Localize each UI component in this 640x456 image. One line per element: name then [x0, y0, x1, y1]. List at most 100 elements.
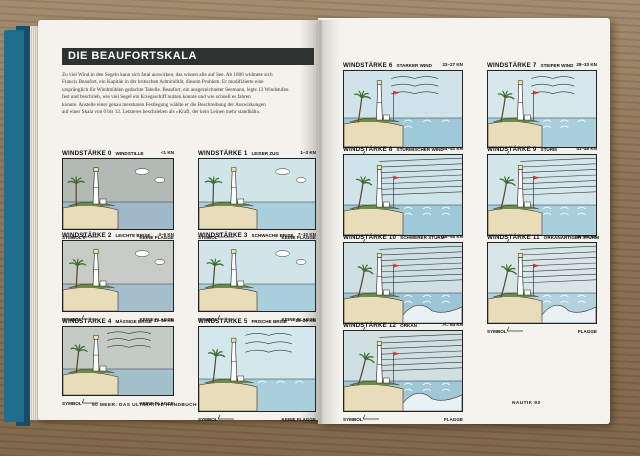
wind-barb-icon [506, 326, 523, 333]
book-cover-spine [4, 29, 24, 423]
panel-level: WINDSTÄRKE 6 [343, 62, 393, 69]
panel-level: WINDSTÄRKE 10 [343, 234, 397, 241]
flag-label: KEINE FLAGGE [139, 317, 174, 322]
panel-name: STÜRMISCHER WIND [396, 147, 444, 152]
panel-level: WINDSTÄRKE 9 [487, 146, 537, 153]
intro-line: ursprünglich für Windmühlen gedachte Tab… [62, 86, 289, 93]
panel-level: WINDSTÄRKE 7 [487, 62, 537, 69]
panel-name: STEIFER WIND [540, 63, 574, 68]
wind-barb-icon [217, 232, 234, 239]
seascape-illustration [344, 243, 462, 323]
seascape-illustration [63, 159, 173, 229]
symbol-label: SYMBOL [198, 235, 218, 240]
seascape-illustration [344, 71, 462, 147]
flag-label: FLAGGE [443, 417, 463, 422]
flag-label: FLAGGE [577, 329, 597, 334]
intro-text: Zu viel Wind in den Segeln kann sich fat… [62, 72, 314, 134]
symbol-label: SYMBOL [198, 317, 218, 322]
panel-knots: <1 KN [160, 150, 174, 155]
panel-image [198, 240, 316, 312]
symbol-label: SYMBOL [62, 401, 82, 406]
panel-image [343, 242, 463, 324]
panel-knots: 28–33 KN [576, 62, 597, 67]
panel-footer: SYMBOL FLAGGE [487, 326, 597, 334]
symbol-label: SYMBOL [487, 329, 507, 334]
panel-knots: 1–3 KN [300, 150, 316, 155]
intro-line: konnte. Anstelle einer genau messbaren F… [62, 101, 266, 108]
wind-barb-icon [217, 414, 234, 421]
seascape-illustration [63, 327, 173, 395]
title-bar [62, 48, 314, 65]
wind-barb-icon [217, 314, 234, 321]
panel-name: STARKER WIND [396, 63, 432, 68]
panel-level: WINDSTÄRKE 0 [62, 150, 112, 157]
panel-image [198, 326, 316, 412]
intro-line: Francis Beaufort, ein Kapitän in der bri… [62, 79, 264, 86]
panel-image [62, 326, 174, 396]
panel-knots: 16–20 KN [295, 318, 316, 323]
panel-image [343, 154, 463, 236]
intro-line: auf einer Skala von 0 bis 12. Letzteres … [62, 109, 261, 116]
panel-level: WINDSTÄRKE 3 [198, 232, 248, 239]
intro-line: Zu viel Wind in den Segeln kann sich fat… [62, 72, 273, 78]
panel-name: SCHWERER STURM [400, 235, 445, 240]
seascape-illustration [488, 155, 596, 235]
symbol-label: SYMBOL [62, 317, 82, 322]
seascape-illustration [63, 241, 173, 311]
panel-image [487, 154, 597, 236]
symbol-label: SYMBOL [198, 417, 218, 422]
seascape-illustration [199, 327, 315, 411]
symbol-label: SYMBOL [343, 417, 363, 422]
panel-footer: SYMBOL KEINE FLAGGE [62, 314, 174, 322]
panel-level: WINDSTÄRKE 2 [62, 232, 112, 239]
panel-knots: 22–27 KN [442, 62, 463, 67]
right-page-footer: NAUTIK 93 [512, 401, 541, 406]
panel-name: ORKANARTIGER STURM [543, 235, 599, 240]
seascape-illustration [488, 243, 596, 323]
wind-barb-icon [81, 314, 98, 321]
panel-level: WINDSTÄRKE 5 [198, 318, 248, 325]
panel-image [62, 158, 174, 230]
panel-name: MÄSSIGE BRISE [115, 319, 153, 324]
panel-image [487, 70, 597, 148]
seascape-illustration [344, 331, 462, 411]
panel-name: SCHWACHE BRISE [251, 233, 294, 238]
page-title: DIE BEAUFORTSKALA [68, 50, 197, 62]
wind-barb-icon [81, 398, 98, 405]
panel-level: WINDSTÄRKE 4 [62, 318, 112, 325]
panel-knots: 56–63 KN [576, 234, 597, 239]
seascape-illustration [199, 241, 315, 311]
panel-name: WINDSTILLE [115, 151, 144, 156]
panel-level: WINDSTÄRKE 12 [343, 322, 397, 329]
left-page-footer: 90 MEER: DAS ULTIMATIVE HANDBUCH [92, 403, 197, 408]
panel-knots: 41–48 KN [576, 146, 597, 151]
panel-name: STURM [540, 147, 557, 152]
flag-label: KEINE FLAGGE [139, 235, 174, 240]
panel-knots: 7–10 KN [297, 232, 316, 237]
panel-knots: 11–16 KN [153, 318, 174, 323]
